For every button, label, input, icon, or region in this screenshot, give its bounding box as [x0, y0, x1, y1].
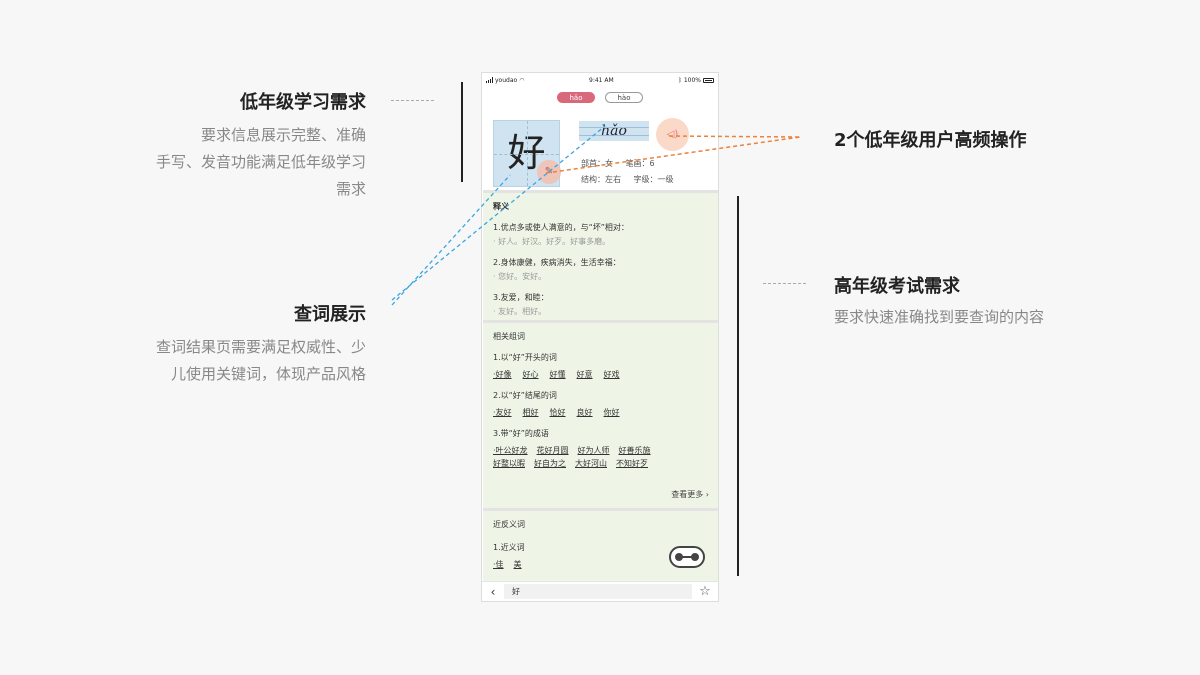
definition-item: 3.友爱，和睦：	[493, 293, 549, 302]
battery-percent: 100%	[683, 76, 701, 84]
word-group-head: 2.以“好”结尾的词	[493, 391, 557, 400]
section-title: 近反义词	[493, 520, 525, 529]
status-time: 9:41 AM	[589, 76, 614, 84]
desc-line: 手写、发音功能满足低年级学习	[155, 153, 366, 171]
related-words-section: 相关组词 1.以“好”开头的词 ·好像 好心 好懂 好意 好戏 2.以“好”结尾…	[483, 320, 718, 508]
char-meta-row1: 部首：女 笔画：6	[581, 158, 655, 169]
word-link[interactable]: ·友好	[493, 408, 512, 417]
strokes-label: 笔画：6	[625, 159, 655, 168]
word-link[interactable]: 恰好	[549, 408, 566, 417]
annotation-high-grade-title: 高年级考试需求	[834, 276, 960, 297]
chevron-right-icon: ›	[705, 490, 709, 499]
pinyin-tabs: hǎo hào	[482, 92, 718, 103]
desc-line: 儿使用关键词，体现产品风格	[170, 365, 366, 383]
orange-callout-line	[545, 136, 801, 174]
battery-icon	[703, 77, 714, 83]
word-row: ·佳 美	[493, 559, 709, 570]
word-group-head: 1.以“好”开头的词	[493, 353, 557, 362]
pinyin-display: hǎo	[579, 121, 649, 141]
word-group-head: 3.带“好”的成语	[493, 429, 549, 438]
desc-line: 需求	[335, 180, 366, 198]
pronounce-button[interactable]: ◁)	[656, 118, 689, 151]
tab-pinyin-hao4[interactable]: hào	[605, 92, 643, 103]
favorite-button[interactable]: ☆	[692, 584, 718, 599]
speaker-icon: ◁)	[666, 129, 679, 140]
bracket-line-bottom	[737, 196, 739, 576]
see-more-link[interactable]: 查看更多 ›	[671, 489, 709, 500]
word-link[interactable]: 大好河山	[575, 459, 607, 468]
chevron-left-icon: ‹	[490, 584, 496, 599]
section-title: 释义	[493, 202, 509, 211]
word-link[interactable]: 好整以暇	[493, 459, 525, 468]
word-link[interactable]: ·好像	[493, 370, 512, 379]
carrier-label: youdao	[495, 76, 518, 84]
blue-callout-line	[391, 125, 606, 301]
annotation-lookup-desc: 查词结果页需要满足权威性、少 儿使用关键词，体现产品风格	[100, 334, 366, 388]
word-link[interactable]: 良好	[576, 408, 593, 417]
annotation-lookup-title: 查词展示	[294, 304, 366, 325]
phone-screen: youdao ◠ 9:41 AM ᛒ 100% hǎo hào 好 ✎ hǎo …	[481, 72, 719, 602]
word-link[interactable]: 好为人师	[577, 446, 610, 455]
annotation-low-grade-title: 低年级学习需求	[240, 92, 366, 113]
annotation-connector	[763, 283, 806, 284]
back-button[interactable]: ‹	[482, 585, 504, 599]
definition-example: · 好人。好汉。好歹。好事多磨。	[493, 237, 611, 246]
word-link[interactable]: 好戏	[603, 370, 620, 379]
search-input[interactable]: 好	[504, 584, 692, 599]
word-link[interactable]: 好心	[522, 370, 539, 379]
star-icon: ☆	[699, 584, 711, 599]
see-more-label: 查看更多	[671, 490, 704, 499]
word-link[interactable]: 相好	[522, 408, 539, 417]
word-link[interactable]: 好懂	[549, 370, 566, 379]
word-row: 好整以暇 好自为之 大好河山 不知好歹	[493, 458, 709, 469]
bracket-line-top	[461, 82, 463, 182]
word-group-head: 1.近义词	[493, 543, 525, 552]
annotation-high-grade-desc: 要求快速准确找到要查询的内容	[834, 308, 1045, 326]
word-link[interactable]: 你好	[603, 408, 620, 417]
definition-example: · 友好。相好。	[493, 307, 547, 316]
annotation-low-grade-desc: 要求信息展示完整、准确 手写、发音功能满足低年级学习 需求	[100, 122, 366, 203]
section-title: 相关组词	[493, 332, 525, 341]
grade-label: 字级：一级	[633, 175, 674, 184]
tab-pinyin-hao3[interactable]: hǎo	[557, 92, 595, 103]
status-bar: youdao ◠ 9:41 AM ᛒ 100%	[482, 73, 718, 87]
radical-label: 部首：女	[581, 159, 613, 168]
word-link[interactable]: ·叶公好龙	[493, 446, 528, 455]
desc-line: 要求信息展示完整、准确	[200, 126, 366, 144]
bluetooth-icon: ᛒ	[678, 76, 682, 84]
word-row: ·友好 相好 恰好 良好 你好	[493, 407, 709, 418]
synonyms-section: 近反义词 1.近义词 ·佳 美	[483, 508, 718, 582]
word-link[interactable]: 花好月圆	[536, 446, 569, 455]
annotation-connector	[391, 100, 434, 101]
char-meta-row2: 结构：左右 字级：一级	[581, 174, 674, 185]
structure-label: 结构：左右	[581, 175, 621, 184]
word-link[interactable]: 好善乐施	[618, 446, 651, 455]
orange-callout-line	[668, 135, 801, 138]
definition-item: 1.优点多或使人满意的，与“坏”相对：	[493, 223, 629, 232]
signal-icon	[486, 77, 493, 83]
bottom-search-bar: ‹ 好 ☆	[482, 581, 718, 601]
word-link[interactable]: ·佳	[493, 560, 504, 569]
definition-example: · 您好。安好。	[493, 272, 547, 281]
word-link[interactable]: 好意	[576, 370, 593, 379]
desc-line: 查词结果页需要满足权威性、少	[155, 338, 366, 356]
blue-callout-line	[391, 174, 511, 306]
annotation-ops-title: 2个低年级用户高频操作	[834, 130, 1027, 151]
definition-item: 2.身体康健，疾病消失，生活幸福：	[493, 258, 621, 267]
definitions-section: 释义 1.优点多或使人满意的，与“坏”相对： · 好人。好汉。好歹。好事多磨。 …	[483, 190, 718, 320]
word-link[interactable]: 美	[513, 560, 522, 569]
word-link[interactable]: 不知好歹	[616, 459, 648, 468]
word-link[interactable]: 好自为之	[534, 459, 566, 468]
wifi-icon: ◠	[519, 76, 525, 84]
floating-toggle-button[interactable]	[669, 546, 705, 568]
word-row: ·好像 好心 好懂 好意 好戏	[493, 369, 709, 380]
pen-icon: ✎	[544, 166, 554, 177]
word-row: ·叶公好龙 花好月圆 好为人师 好善乐施	[493, 445, 709, 456]
